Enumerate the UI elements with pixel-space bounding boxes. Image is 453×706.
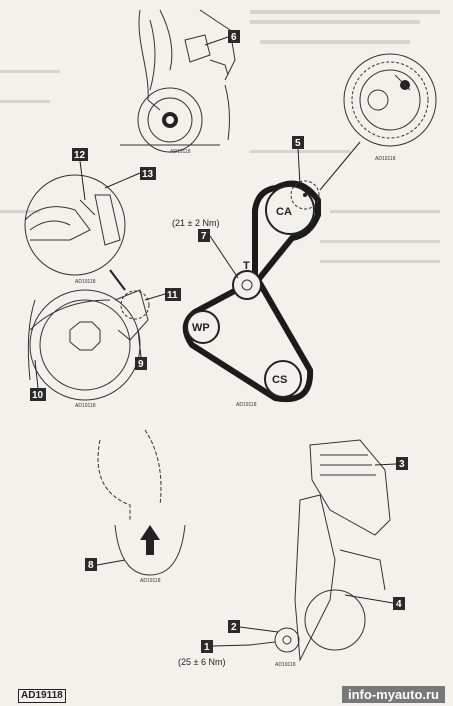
callout-13: 13 bbox=[140, 167, 156, 180]
pulley-ca bbox=[265, 185, 315, 235]
svg-text:13: 13 bbox=[142, 169, 154, 180]
pulley-t-label: T bbox=[243, 260, 250, 272]
image-ref-cam: AD19118 bbox=[375, 156, 396, 162]
belt-routing: CA T WP CS AD19118 (21 ± 2 Nm) bbox=[172, 147, 321, 408]
tensioner-detail: AD19118 bbox=[24, 174, 126, 291]
image-ref-belt: AD19118 bbox=[236, 402, 257, 408]
callout-5: 5 bbox=[292, 136, 304, 149]
tensioner-torque: (21 ± 2 Nm) bbox=[172, 218, 219, 228]
callout-12: 12 bbox=[72, 148, 88, 161]
image-ref-top: AD19118 bbox=[170, 149, 191, 155]
covers-detail: AD19118 (25 ± 6 Nm) bbox=[178, 439, 391, 668]
callout-6: 6 bbox=[228, 30, 240, 43]
pulley-cs bbox=[264, 360, 302, 398]
svg-text:5: 5 bbox=[295, 138, 301, 149]
svg-text:4: 4 bbox=[396, 599, 402, 610]
svg-text:7: 7 bbox=[201, 231, 207, 242]
pulley-cs-label: CS bbox=[272, 374, 287, 386]
callout-3: 3 bbox=[396, 457, 408, 470]
crankshaft-detail: AD19118 bbox=[27, 289, 150, 409]
crank-pulley-bottom bbox=[274, 627, 300, 653]
image-ref-covers: AD19118 bbox=[275, 662, 296, 668]
site-watermark: info-myauto.ru bbox=[342, 686, 445, 703]
belt-direction-detail: AD19118 bbox=[97, 429, 186, 584]
svg-text:10: 10 bbox=[32, 390, 44, 401]
top-crank-detail: AD19118 bbox=[120, 9, 236, 155]
callout-9: 9 bbox=[135, 357, 147, 370]
svg-text:2: 2 bbox=[231, 622, 237, 633]
background-text-bleed bbox=[0, 10, 440, 263]
svg-text:11: 11 bbox=[167, 290, 178, 301]
svg-text:1: 1 bbox=[204, 642, 210, 653]
callout-8: 8 bbox=[85, 558, 97, 571]
top-crank-pulley bbox=[137, 87, 203, 153]
callout-2: 2 bbox=[228, 620, 240, 633]
image-ref-tensioner: AD19118 bbox=[75, 279, 96, 285]
image-ref-direction: AD19118 bbox=[140, 578, 161, 584]
pulley-wp-label: WP bbox=[192, 322, 210, 334]
figure-reference: AD19118 bbox=[18, 689, 66, 703]
svg-text:12: 12 bbox=[74, 150, 86, 161]
svg-text:3: 3 bbox=[399, 459, 405, 470]
pulley-ca-label: CA bbox=[276, 206, 292, 218]
pulley-wp bbox=[186, 310, 220, 344]
callout-10: 10 bbox=[30, 388, 46, 401]
callout-7: 7 bbox=[198, 229, 210, 242]
svg-text:8: 8 bbox=[88, 560, 94, 571]
callout-4: 4 bbox=[393, 597, 405, 610]
callout-1: 1 bbox=[201, 640, 213, 653]
image-ref-crank: AD19118 bbox=[75, 403, 96, 409]
camshaft-detail: AD19118 bbox=[319, 53, 437, 191]
svg-text:9: 9 bbox=[138, 359, 144, 370]
svg-text:6: 6 bbox=[231, 32, 237, 43]
pulley-t bbox=[232, 270, 262, 300]
crank-bolt-torque: (25 ± 6 Nm) bbox=[178, 657, 225, 667]
callout-11: 11 bbox=[165, 288, 181, 301]
